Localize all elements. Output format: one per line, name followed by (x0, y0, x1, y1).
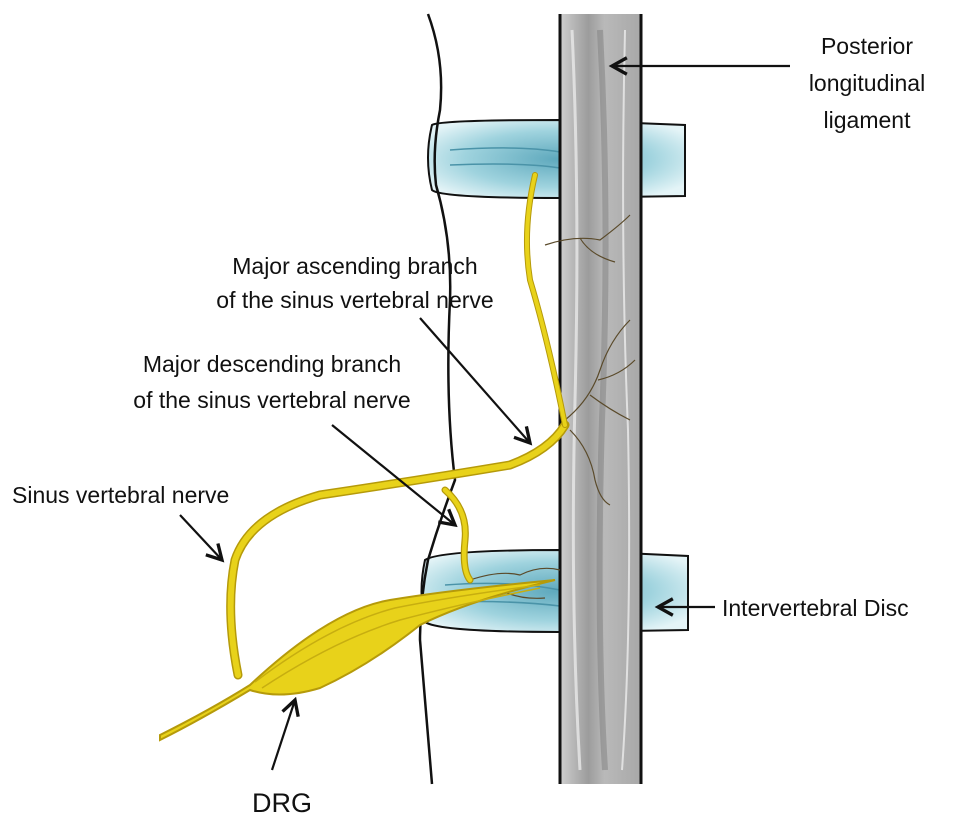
label-disc: Intervertebral Disc (722, 595, 909, 621)
label-ascending-line-2: of the sinus vertebral nerve (216, 287, 493, 313)
label-descending-line-1: Major descending branch (143, 351, 401, 377)
label-ascending: Major ascending branch of the sinus vert… (216, 253, 493, 313)
label-descending-line-2: of the sinus vertebral nerve (133, 387, 410, 413)
label-ascending-line-1: Major ascending branch (232, 253, 477, 279)
label-pll: Posterior longitudinal ligament (809, 33, 925, 133)
label-pll-line-1: Posterior (821, 33, 913, 59)
arrow-svn (180, 515, 222, 560)
posterior-longitudinal-ligament (560, 14, 641, 784)
upper-intervertebral-disc (428, 120, 685, 198)
label-pll-line-2: longitudinal (809, 70, 925, 96)
label-drg: DRG (252, 788, 312, 818)
arrow-ascending (420, 318, 530, 443)
label-svn: Sinus vertebral nerve (12, 482, 229, 508)
label-pll-line-3: ligament (824, 107, 912, 133)
label-descending: Major descending branch of the sinus ver… (133, 351, 410, 413)
arrow-drg (272, 700, 295, 770)
